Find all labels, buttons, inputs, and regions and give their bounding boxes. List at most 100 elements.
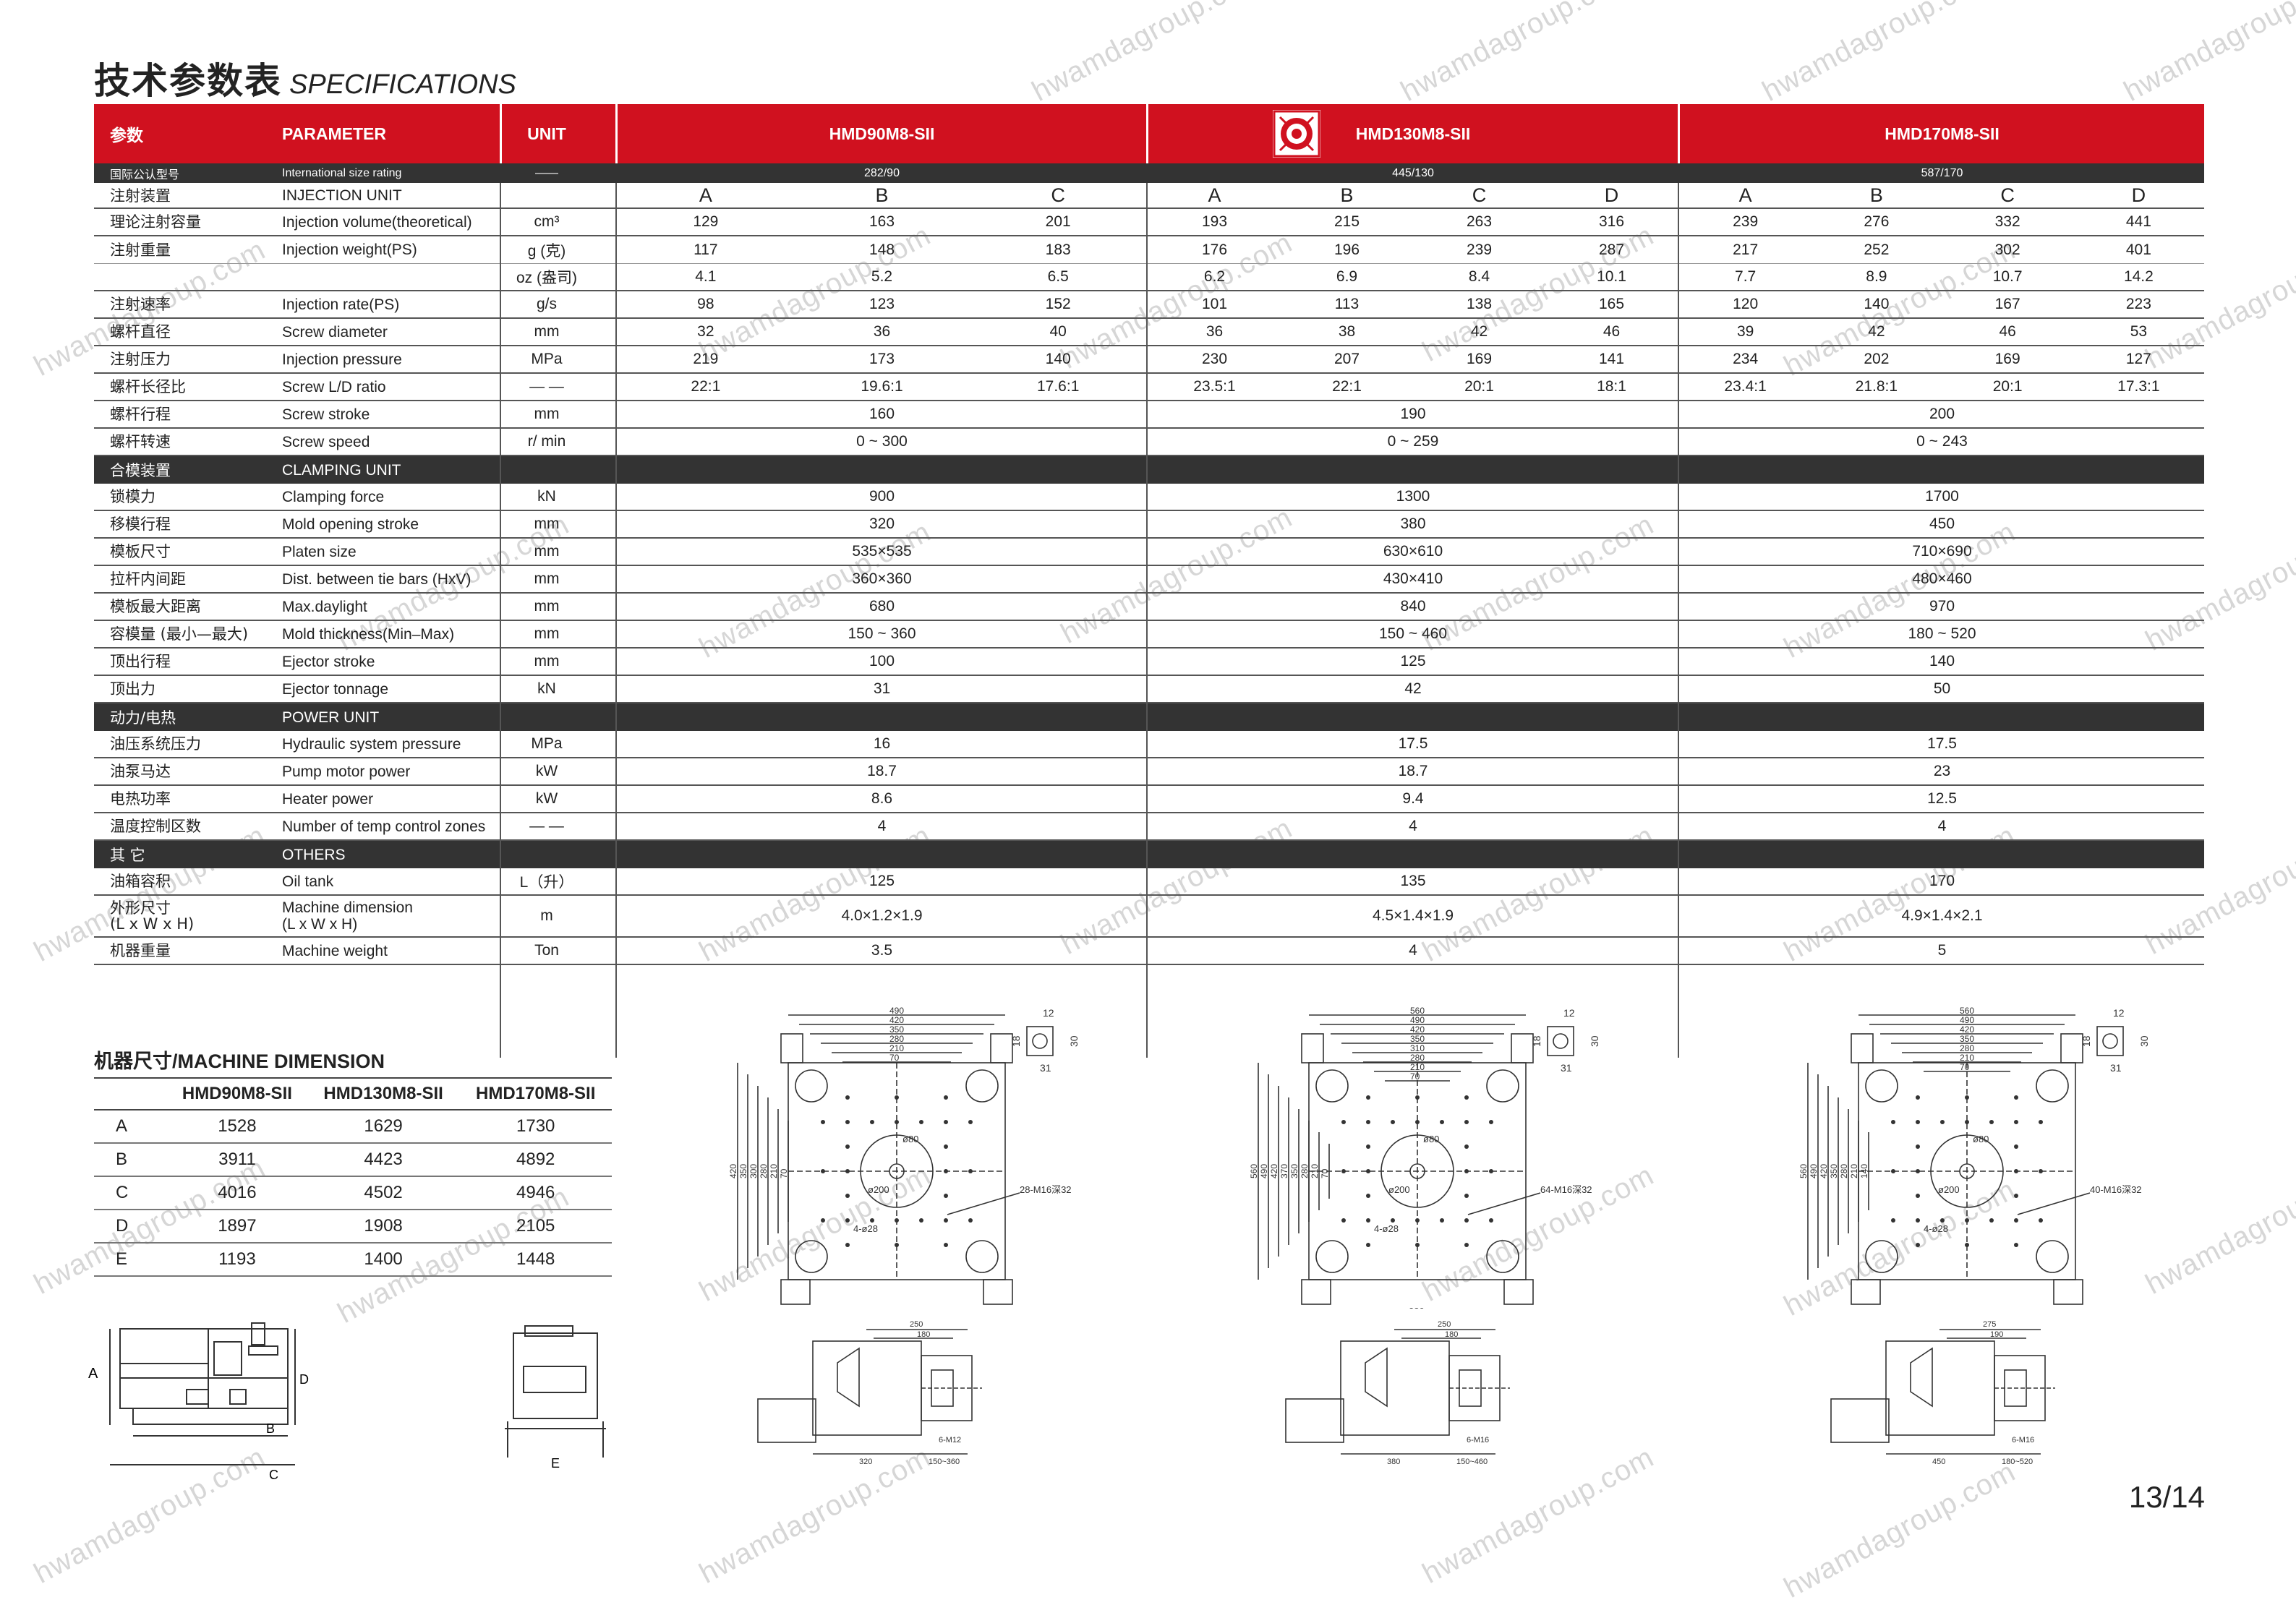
divider [1678,183,1679,1058]
section-en: OTHERS [282,846,346,863]
value-cell: 230 [1201,351,1228,367]
drawing-label: 30 [1068,1035,1080,1047]
drawing-label: 4-ø28 [1374,1223,1399,1234]
section-zh: 合模装置 [110,462,171,479]
drawing-label: 560 [1798,1164,1809,1178]
dim-header: HMD170M8-SII [459,1077,612,1110]
model-1: HMD90M8-SII [829,124,935,143]
row-unit: mm [534,653,560,669]
value-cell: 207 [1333,351,1360,367]
row-label-en: Injection volume(theoretical) [282,213,472,231]
value-cell: 190 [1400,406,1426,422]
row-values: 180 ~ 520 [1680,621,2204,647]
value-cell: 22:1 [1332,378,1362,395]
dim-header: HMD90M8-SII [167,1077,307,1110]
row-values: 535×535 [618,539,1146,565]
model-3: HMD170M8-SII [1885,124,2000,143]
machine-side-view-drawing: A B C D [88,1322,309,1482]
value-cell: 219 [693,351,719,367]
drawing-label: 250 [910,1320,923,1329]
value-cell: 101 [1201,296,1228,312]
section-en: CLAMPING UNIT [282,461,401,479]
drawing-label: ø200 [1388,1184,1410,1195]
value-cell: 3.5 [871,942,893,959]
value-cell: 125 [1400,653,1426,669]
screw-letter: D [1604,184,1619,206]
drawing-label: 6-M16 [1467,1436,1489,1444]
drawing-label: 30 [2138,1035,2150,1047]
screw-letter: D [2131,184,2146,206]
row-label-en: Dist. between tie bars (HxV) [282,570,471,588]
row-values: 480×460 [1680,566,2204,592]
row-values: 4.5×1.4×1.9 [1148,896,1678,936]
section-zh: 注射装置 [110,187,171,205]
value-cell: 4.0×1.2×1.9 [841,907,923,924]
row-label-zh: 机器重量 [110,942,171,959]
row-values: 0 ~ 259 [1148,429,1678,455]
divider [500,183,501,1058]
divider [615,183,617,1058]
drawing-label: 70 [1410,1071,1420,1082]
row-label-zh: 油箱容积 [110,873,171,890]
row-unit: g (克) [527,242,566,260]
screw-letter: C [1051,184,1065,206]
drawing-label: 4-ø28 [1924,1223,1948,1234]
row-unit: Ton [534,942,559,959]
value-cell: 630×610 [1383,543,1443,560]
dim-header: HMD130M8-SII [307,1077,460,1110]
row-values: 100 [618,649,1146,675]
value-cell: 10.1 [1597,268,1626,285]
value-cell: 287 [1598,241,1625,258]
value-cell: 20:1 [1992,378,2023,395]
row-values: 970 [1680,594,2204,620]
row-label-zh: 注射速率 [110,296,171,313]
row-values: 430×410 [1148,566,1678,592]
value-cell: 8.4 [1468,268,1490,285]
row-unit: mm [534,625,560,642]
row-values: 1700 [1680,484,2204,510]
value-cell: 5 [1937,942,1947,959]
value-cell: 21.8:1 [1855,378,1898,395]
value-cell: 450 [1929,515,1955,532]
title-zh: 技术参数表 [94,60,282,102]
value-cell: 42 [1470,323,1488,340]
drawing-label: 560 [1249,1164,1259,1178]
row-values: 125 [618,868,1146,894]
divider [1146,183,1148,1058]
row-label-zh: 油压系统压力 [110,735,201,753]
row-values: 16 [618,731,1146,757]
row-values: 360×360 [618,566,1146,592]
value-cell: 441 [2125,213,2151,230]
dim-label-e: E [551,1456,560,1471]
row-label-zh: 电热功率 [110,790,171,808]
dim-cell: 4423 [307,1143,460,1177]
table-header: 参数 PARAMETER UNIT HMD90M8-SII HMD130M8-S… [94,104,2204,163]
value-cell: 4.9×1.4×2.1 [1901,907,1983,924]
row-label-en: Max.daylight [282,598,367,615]
value-cell: 140 [1929,653,1955,669]
value-cell: 0 ~ 300 [856,433,908,450]
row-values: 31 [618,676,1146,702]
row-unit: mm [534,323,560,340]
drawing-label: 490 [1809,1164,1819,1178]
drawing-label: 190 [1990,1330,2003,1339]
value-cell: 40 [1049,323,1067,340]
